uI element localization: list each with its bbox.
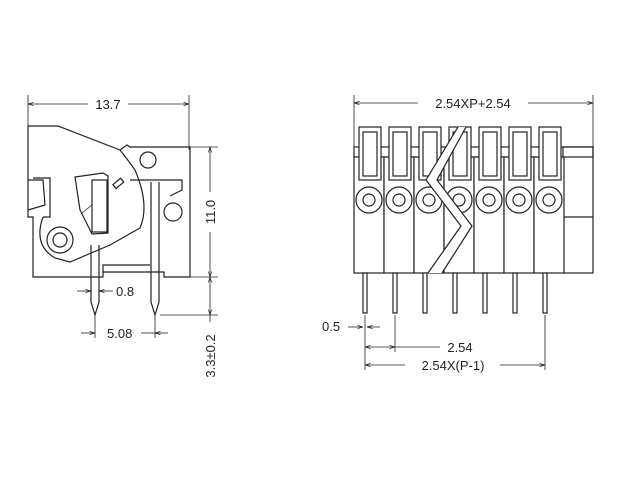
lever-cap bbox=[508, 126, 532, 181]
wire-entry-hole bbox=[422, 193, 436, 207]
wire-entry-outer bbox=[385, 186, 413, 214]
height-dim-label: 11.0 bbox=[203, 200, 218, 224]
width-dim-label: 13.7 bbox=[95, 97, 120, 112]
pin-pitch-dim-label: 5.08 bbox=[107, 326, 132, 341]
wire-entry-outer bbox=[355, 186, 383, 214]
wire-entry-outer bbox=[475, 186, 503, 214]
wire-entry-hole bbox=[452, 193, 466, 207]
lever-cap bbox=[358, 126, 382, 181]
lever-cap bbox=[538, 126, 562, 181]
pin-width-dim-label-front: 0.5 bbox=[322, 319, 340, 334]
pin bbox=[542, 272, 548, 314]
wire-entry-outer bbox=[535, 186, 563, 214]
pin bbox=[512, 272, 518, 314]
break-line-right bbox=[436, 126, 473, 274]
wire-entry-hole bbox=[542, 193, 556, 207]
front-dims: 2.54XP+2.54 0.5 2.54 2.54X(P-1) bbox=[322, 95, 594, 373]
lever-slot bbox=[482, 131, 498, 177]
total-width-dim-label: 2.54XP+2.54 bbox=[435, 96, 511, 111]
break-line-left bbox=[425, 126, 462, 274]
wire-entry-hole bbox=[392, 193, 406, 207]
pin bbox=[362, 272, 368, 314]
lever-slot bbox=[362, 131, 378, 177]
side-view: 11.0 3.3±0.2 0.8 5.08 13.7 bbox=[27, 95, 218, 378]
pin bbox=[452, 272, 458, 314]
span-dim-label: 2.54X(P-1) bbox=[422, 358, 485, 373]
pin-length-dim-label: 3.3±0.2 bbox=[203, 334, 218, 377]
pin-width-dim-label: 0.8 bbox=[116, 284, 134, 299]
wire-entry-hole bbox=[482, 193, 496, 207]
wire-entry-hole bbox=[362, 193, 376, 207]
wire-entry-hole bbox=[512, 193, 526, 207]
break-gap bbox=[426, 127, 472, 273]
lever-slot bbox=[512, 131, 528, 177]
pin bbox=[392, 272, 398, 314]
wire-entry-outer bbox=[505, 186, 533, 214]
lever-slot bbox=[392, 131, 408, 177]
front-view bbox=[353, 126, 594, 314]
lever-cap bbox=[478, 126, 502, 181]
lever-slot bbox=[542, 131, 558, 177]
end-block bbox=[562, 146, 594, 274]
pin bbox=[482, 272, 488, 314]
pitch-dim-label: 2.54 bbox=[447, 340, 472, 355]
lever-cap bbox=[388, 126, 412, 181]
pin bbox=[422, 272, 428, 314]
